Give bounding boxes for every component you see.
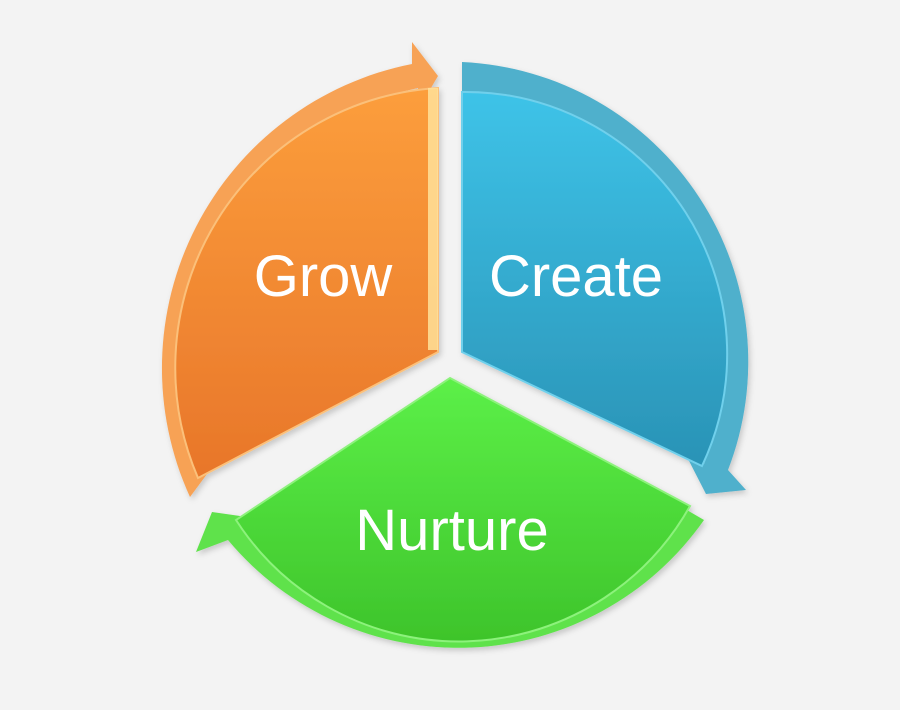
segment-create xyxy=(461,62,749,494)
arrow-ring-create xyxy=(462,62,749,494)
label-nurture: Nurture xyxy=(355,498,548,563)
wedge-grow-edge-highlight xyxy=(428,88,438,350)
label-grow: Grow xyxy=(254,244,394,309)
segment-grow xyxy=(161,42,439,497)
wedge-nurture xyxy=(234,376,692,643)
wedge-grow xyxy=(174,86,439,480)
segment-nurture xyxy=(196,376,704,648)
label-create: Create xyxy=(489,244,663,309)
wedge-create xyxy=(461,90,729,468)
